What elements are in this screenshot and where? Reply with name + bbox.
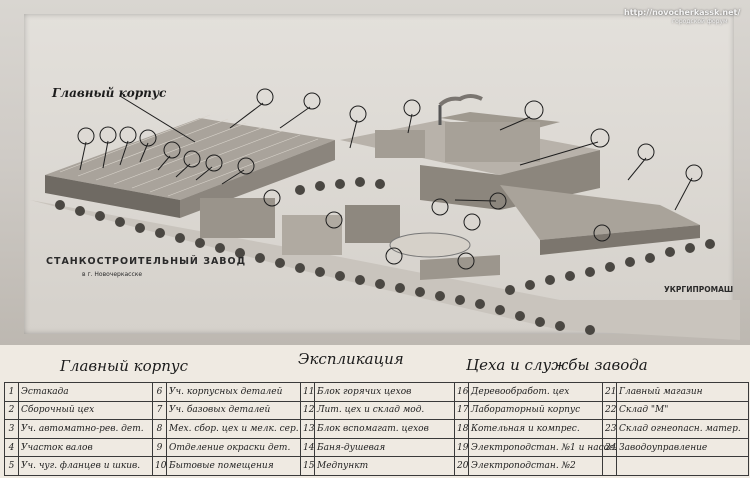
item-number: 14 [300,437,315,458]
item-number: 5 [4,456,19,476]
item-label: Блок вспомагат. цехов [314,419,455,439]
item-label: Отделение окраски дет. [166,437,301,458]
plant-title: СТАНКОСТРОИТЕЛЬНЫЙ ЗАВОД [46,256,247,267]
item-label: Деревообработ. цех [468,382,603,402]
watermark-subtitle: городской форум [672,18,728,25]
item-number: 21 [602,382,617,402]
item-label: Электроподстан. №1 и насос. [468,437,617,458]
main-building-callout: Главный корпус [52,86,167,100]
item-label: Блок горячих цехов [314,382,455,402]
item-number: 4 [4,437,19,458]
item-label: Главный магазин [616,382,749,402]
item-number [602,456,617,476]
item-number: 7 [152,400,167,421]
item-number: 16 [454,382,469,402]
item-number: 3 [4,419,19,439]
item-number: 23 [602,419,617,439]
item-number: 1 [4,382,19,402]
item-label: Мех. сбор. цех и мелк. сер. [166,419,301,439]
legend-header-shops: Цеха и службы завода [466,356,648,374]
organization-stamp: УКРГИПРОМАШ [664,285,734,294]
item-number: 24 [602,437,617,458]
item-label: Уч. базовых деталей [166,400,301,421]
legend-header-explication: Экспликация [298,350,404,368]
item-number: 9 [152,437,167,458]
item-number: 19 [454,437,469,458]
item-label: Медпункт [314,456,455,476]
item-number: 8 [152,419,167,439]
item-number: 18 [454,419,469,439]
item-number: 11 [300,382,315,402]
item-label: Сборочный цех [18,400,153,421]
item-label: Котельная и компрес. [468,419,603,439]
item-number: 15 [300,456,315,476]
item-number: 20 [454,456,469,476]
watermark-url: http://novocherkassk.net/ [624,8,741,17]
item-number: 22 [602,400,617,421]
item-number: 6 [152,382,167,402]
item-label [616,456,749,476]
item-number: 12 [300,400,315,421]
item-number: 2 [4,400,19,421]
item-label: Склад "М" [616,400,749,421]
item-label: Электроподстан. №2 [468,456,603,476]
plant-location: в г. Новочеркасске [82,271,143,278]
item-number: 17 [454,400,469,421]
item-label: Участок валов [18,437,153,458]
legend-header-main-building: Главный корпус [60,357,189,375]
item-label: Уч. корпусных деталей [166,382,301,402]
plant-perspective-illustration [30,88,740,340]
item-label: Баня-душевая [314,437,455,458]
item-label: Бытовые помещения [166,456,301,476]
item-number: 10 [152,456,167,476]
plant-drawing: http://novocherkassk.net/ городской фору… [0,0,750,345]
item-label: Уч. автоматно-рев. дет. [18,419,153,439]
item-label: Уч. чуг. фланцев и шкив. [18,456,153,476]
item-number: 13 [300,419,315,439]
item-label: Лабораторный корпус [468,400,603,421]
item-label: Лит. цех и склад мод. [314,400,455,421]
item-label: Склад огнеопасн. матер. [616,419,749,439]
item-label: Эстакада [18,382,153,402]
item-label: Заводоуправление [616,437,749,458]
